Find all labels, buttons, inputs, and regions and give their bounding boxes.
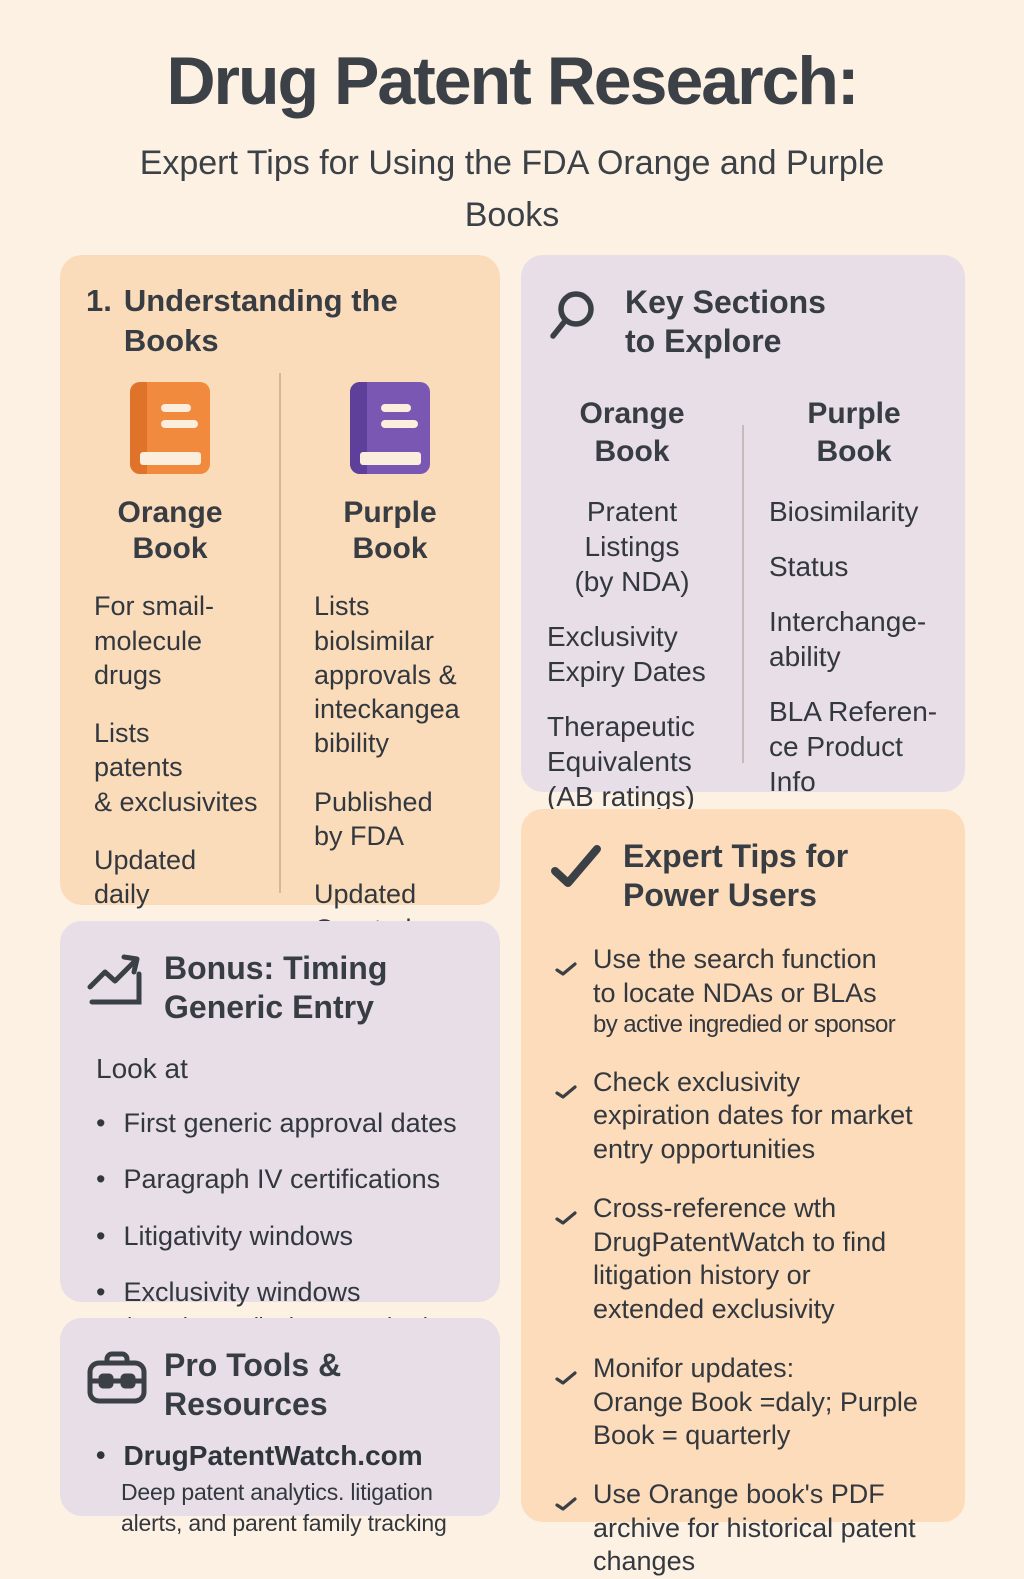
tip-text: Use the search function to locate NDAs o… <box>593 943 896 1040</box>
list-item: • Paragraph IV certifications <box>96 1163 478 1195</box>
orange-book-column: Orange Book For smail- molecule drugs Li… <box>60 380 280 946</box>
list-item: • DrugPatentWatch.com <box>60 1440 500 1472</box>
pro-tools-heading: Pro Tools & Resources <box>60 1318 500 1424</box>
list-item: Therapeutic Equivalents (AB ratings) <box>547 711 695 813</box>
orange-book-header: Orange Book <box>579 397 685 468</box>
expert-tips-heading: Expert Tips for Power Users <box>521 809 965 915</box>
list-item: Monifor updates: Orange Book =daly; Purp… <box>555 1352 949 1452</box>
bonus-items: • First generic approval dates • Paragra… <box>96 1107 478 1340</box>
panel-bonus-timing: Bonus: Timing Generic Entry Look at • Fi… <box>60 921 500 1339</box>
bonus-heading: Bonus: Timing Generic Entry <box>60 921 500 1027</box>
panel-understanding-books: 1. Understanding the Books Orange Book F… <box>60 255 500 944</box>
tip-text: Use Orange book's PDF archive for histor… <box>593 1479 916 1577</box>
page-subtitle: Expert Tips for Using the FDA Orange and… <box>139 143 885 235</box>
resource-description: Deep patent analytics. litigation alerts… <box>121 1479 447 1536</box>
trend-up-icon <box>86 951 148 1018</box>
bonus-item-text: Paragraph IV certifications <box>123 1164 441 1195</box>
tip-small-text: by active ingredied or sponsor <box>593 1011 896 1038</box>
page-header: Drug Patent Research: Expert Tips for Us… <box>0 0 1024 242</box>
list-item: Check exclusivity expiration dates for m… <box>555 1066 949 1166</box>
bonus-item-main: Exclusivity windows <box>123 1277 361 1308</box>
search-icon <box>547 285 609 358</box>
list-item: Lists patents & exclusivites <box>94 718 258 817</box>
tip-text: Check exclusivity expiration dates for m… <box>593 1066 913 1164</box>
list-item: Updated daily <box>94 845 197 910</box>
list-item: Pratent Listings (by NDA) <box>574 496 690 598</box>
list-item: Cross-reference wth DrugPatentWatch to f… <box>555 1192 949 1326</box>
expert-tips-title: Expert Tips for Power Users <box>623 838 849 914</box>
pro-tools-title: Pro Tools & Resources <box>164 1347 342 1423</box>
list-item: • Litigativity windows <box>96 1220 478 1252</box>
orange-book-sections: Orange Book Pratent Listings (by NDA) Ex… <box>521 395 743 814</box>
understanding-heading: 1. Understanding the Books <box>60 255 500 360</box>
list-item: Exclusivity Expiry Dates <box>547 621 706 688</box>
bullet-dot: • <box>96 1277 106 1308</box>
list-item: Published by FDA <box>314 786 433 852</box>
page-title: Drug Patent Research: <box>166 43 859 119</box>
expert-tips-list: Use the search function to locate NDAs o… <box>521 943 965 1579</box>
column-divider <box>742 425 744 763</box>
tip-text: Monifor updates: Orange Book =daly; Purp… <box>593 1353 918 1450</box>
purple-book-items: Lists biolsimilar approvals & inteckange… <box>280 589 500 946</box>
heading-text: Understanding the Books <box>123 283 398 358</box>
purple-book-label: Purple Book <box>343 496 437 566</box>
list-item: Interchange- ability <box>769 606 927 673</box>
key-sections-heading: Key Sections to Explore <box>521 255 965 361</box>
check-bullet-icon <box>555 952 577 985</box>
toolbox-icon <box>86 1348 148 1415</box>
purple-section-items: Biosimilarity Status Interchange- abilit… <box>743 494 965 799</box>
bullet-dot: • <box>96 1108 106 1139</box>
column-divider <box>279 373 281 893</box>
purple-book-sections: Purple Book Biosimilarity Status Interch… <box>743 395 965 814</box>
bonus-intro: Look at <box>96 1053 188 1085</box>
bonus-title: Bonus: Timing Generic Entry <box>164 950 388 1026</box>
tip-text: Cross-reference wth DrugPatentWatch to f… <box>593 1193 887 1324</box>
books-row: Orange Book For smail- molecule drugs Li… <box>60 380 500 946</box>
orange-book-label: Orange Book <box>117 496 223 566</box>
key-sections-title: Key Sections to Explore <box>625 284 826 360</box>
check-bullet-icon <box>555 1201 577 1234</box>
key-sections-columns: Orange Book Pratent Listings (by NDA) Ex… <box>521 395 965 814</box>
check-bullet-icon <box>555 1487 577 1520</box>
bullet-dot: • <box>96 1440 106 1471</box>
tip-main-text: Use the search function to locate NDAs o… <box>593 944 877 1008</box>
check-icon <box>547 839 607 904</box>
panel-pro-tools: Pro Tools & Resources • DrugPatentWatch.… <box>60 1318 500 1536</box>
resource-name: DrugPatentWatch.com <box>123 1440 423 1472</box>
heading-number: 1. <box>86 283 112 318</box>
list-item: Status <box>769 551 849 583</box>
bullet-dot: • <box>96 1164 106 1195</box>
panel-key-sections: Key Sections to Explore Orange Book Prat… <box>521 255 965 812</box>
list-item: Use the search function to locate NDAs o… <box>555 943 949 1040</box>
list-item: Lists biolsimilar approvals & inteckange… <box>314 591 460 759</box>
panel-expert-tips: Expert Tips for Power Users Use the sear… <box>521 809 965 1576</box>
list-item: BLA Referen- ce Product Info <box>769 696 938 798</box>
purple-book-icon <box>280 380 500 481</box>
list-item: • First generic approval dates <box>96 1107 478 1139</box>
check-bullet-icon <box>555 1361 577 1394</box>
orange-book-items: For smail- molecule drugs Lists patents … <box>60 589 280 911</box>
bonus-item-text: First generic approval dates <box>123 1108 457 1139</box>
list-item: For smail- molecule drugs <box>94 591 214 690</box>
orange-section-items: Pratent Listings (by NDA) Exclusivity Ex… <box>521 494 743 814</box>
check-bullet-icon <box>555 1075 577 1108</box>
purple-book-column: Purple Book Lists biolsimilar approvals … <box>280 380 500 946</box>
list-item: Biosimilarity <box>769 496 919 528</box>
list-item: Use Orange book's PDF archive for histor… <box>555 1478 949 1578</box>
bullet-dot: • <box>96 1220 106 1251</box>
purple-book-header: Purple Book <box>807 397 901 468</box>
orange-book-icon <box>60 380 280 481</box>
bonus-body: Look at • First generic approval dates •… <box>60 1053 500 1340</box>
bonus-item-text: Litigativity windows <box>123 1220 354 1251</box>
